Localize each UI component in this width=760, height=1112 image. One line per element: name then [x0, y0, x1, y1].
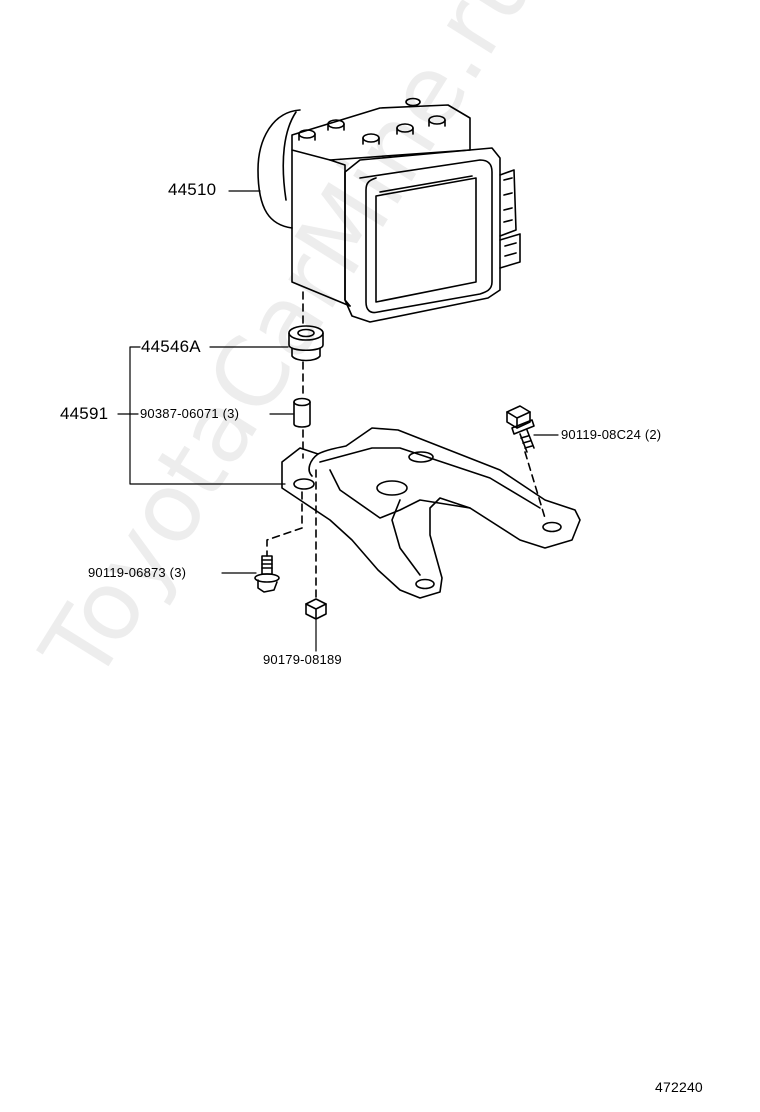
label-abs-actuator: 44510 [168, 180, 217, 199]
bolt-left-drawing [254, 555, 280, 593]
label-collar: 90387-06071 (3) [140, 406, 240, 421]
label-nut: 90179-08189 [263, 652, 342, 667]
label-bolt-left: 90119-06873 (3) [88, 565, 187, 580]
abs-actuator-drawing [257, 97, 521, 323]
bolt-right-drawing [506, 405, 535, 453]
label-bracket-assy: 44591 [60, 404, 109, 423]
label-bolt-right: 90119-08C24 (2) [561, 427, 662, 442]
collar-drawing [293, 397, 311, 428]
grommet-drawing [288, 325, 324, 362]
label-grommet: 44546A [141, 337, 201, 356]
nut-drawing [305, 598, 327, 620]
diagram-id: 472240 [655, 1079, 703, 1095]
bracket-drawing [281, 427, 581, 599]
leader-lines [117, 190, 559, 652]
